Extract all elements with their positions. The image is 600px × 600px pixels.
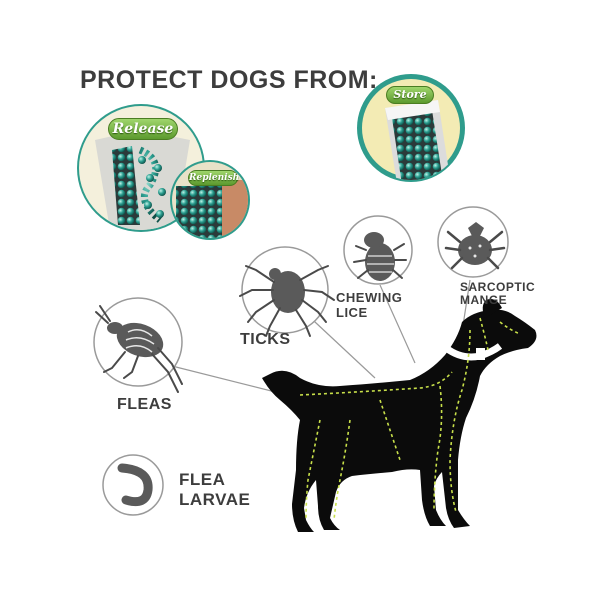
sarcoptic-mange-line1: SARCOPTIC: [460, 280, 536, 294]
louse-icon: [343, 215, 413, 285]
flea-larvae-line1: FLEA: [179, 470, 226, 489]
fleas-label: FLEAS: [117, 396, 172, 413]
ticks-label: TICKS: [240, 331, 291, 348]
dog-silhouette: [262, 299, 537, 532]
flea-larvae-line2: LARVAE: [179, 490, 251, 509]
chewing-lice-line2: LICE: [336, 305, 368, 320]
mite-icon: [437, 206, 509, 278]
flea-icon: [93, 297, 183, 393]
store-label: Store: [386, 86, 434, 104]
replenish-label: Replenish: [188, 170, 239, 186]
sarcoptic-mange-label: SARCOPTIC MANGE: [460, 281, 535, 307]
chewing-lice-label: CHEWING LICE: [336, 290, 402, 320]
headline: PROTECT DOGS FROM:: [80, 66, 378, 94]
store-bubble: [357, 74, 465, 182]
tick-icon: [239, 246, 335, 337]
flea-larvae-label: FLEA LARVAE: [179, 470, 250, 510]
release-label: Release: [108, 118, 178, 140]
sarcoptic-mange-line2: MANGE: [460, 293, 508, 307]
larva-icon: [102, 454, 164, 516]
chewing-lice-line1: CHEWING: [336, 290, 403, 305]
